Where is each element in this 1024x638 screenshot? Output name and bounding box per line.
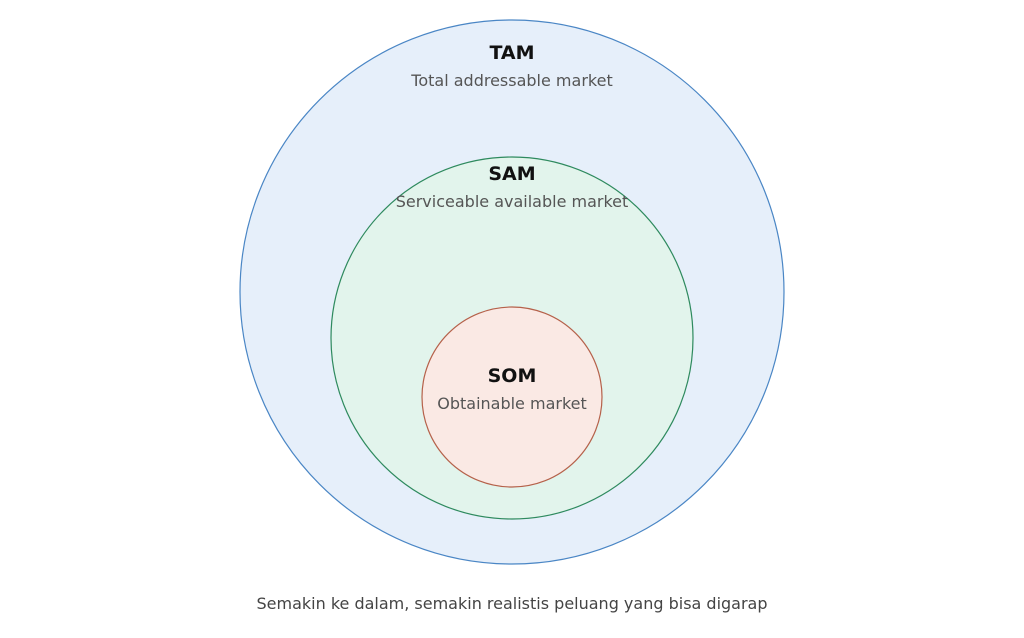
tam-subtitle: Total addressable market bbox=[410, 71, 612, 90]
som-subtitle: Obtainable market bbox=[437, 394, 587, 413]
tam-title: TAM bbox=[489, 42, 534, 64]
som-ring: SOM Obtainable market bbox=[421, 306, 603, 488]
som-circle bbox=[421, 306, 603, 488]
diagram-caption: Semakin ke dalam, semakin realistis pelu… bbox=[256, 594, 767, 613]
sam-title: SAM bbox=[488, 163, 535, 185]
som-title: SOM bbox=[488, 365, 537, 387]
sam-subtitle: Serviceable available market bbox=[396, 192, 629, 211]
